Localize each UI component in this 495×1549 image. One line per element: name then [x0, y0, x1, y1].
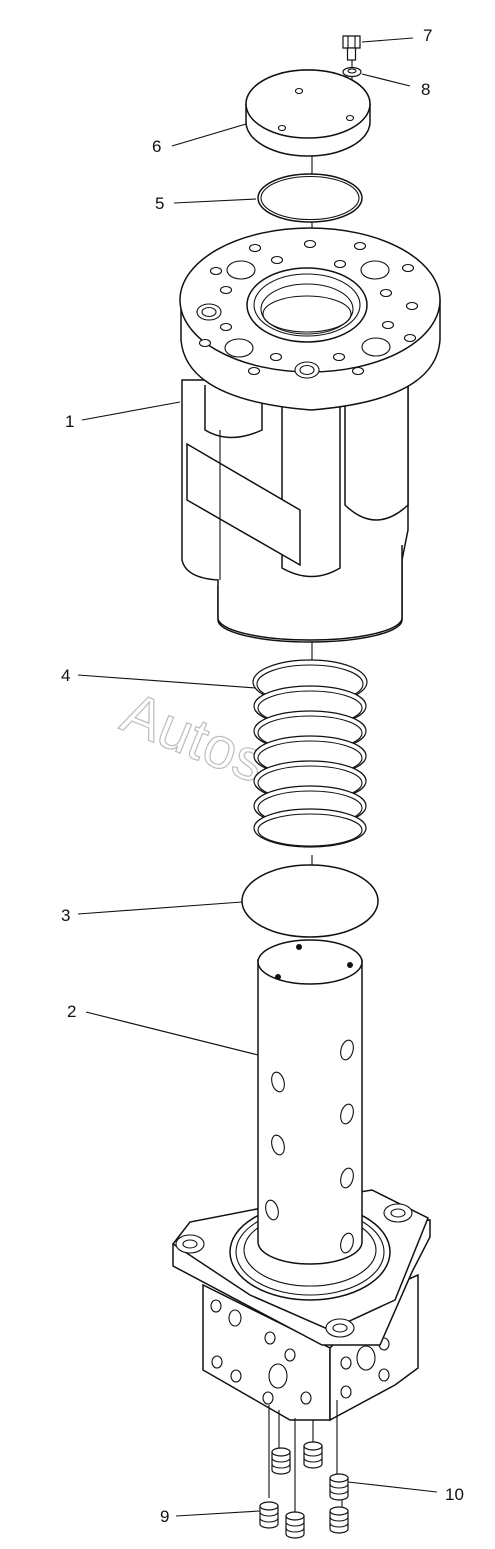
- part-9-plug: [329, 1506, 349, 1534]
- leader-4: [77, 674, 257, 689]
- leader-10: [347, 1481, 438, 1493]
- part-10-plug: [329, 1473, 349, 1501]
- callout-9: 9: [160, 1507, 169, 1526]
- leader-lines: [77, 37, 438, 1517]
- callout-10: 10: [445, 1485, 464, 1504]
- callout-1: 1: [65, 412, 74, 431]
- leader-2: [85, 1011, 259, 1056]
- leader-9: [175, 1510, 261, 1517]
- leader-1: [81, 401, 181, 421]
- part-2-shaft-base: [171, 939, 431, 1422]
- part-5-o-ring: [257, 173, 363, 223]
- leader-5: [173, 198, 257, 204]
- leader-7: [361, 37, 414, 43]
- part-4-spring: [252, 659, 368, 848]
- callout-3: 3: [61, 906, 70, 925]
- part-10-plug: [271, 1447, 291, 1475]
- part-9-plug: [259, 1501, 279, 1529]
- part-10-plug: [303, 1441, 323, 1469]
- leader-3: [77, 901, 243, 915]
- leader-6: [171, 123, 247, 147]
- leader-8: [361, 73, 411, 87]
- callout-7: 7: [423, 26, 432, 45]
- callout-5: 5: [155, 194, 164, 213]
- part-1-housing: [179, 227, 441, 643]
- part-7-bolt: [342, 35, 361, 61]
- part-6-cover-plate: [245, 69, 371, 157]
- callout-labels: 7 8 6 5 1 4 3 2 10 9: [61, 26, 464, 1526]
- callout-2: 2: [67, 1002, 76, 1021]
- callout-6: 6: [152, 137, 161, 156]
- part-3-o-ring: [241, 864, 379, 938]
- callout-4: 4: [61, 666, 70, 685]
- callout-8: 8: [421, 80, 430, 99]
- part-9-plug: [285, 1511, 305, 1539]
- part-8-washer: [342, 66, 362, 78]
